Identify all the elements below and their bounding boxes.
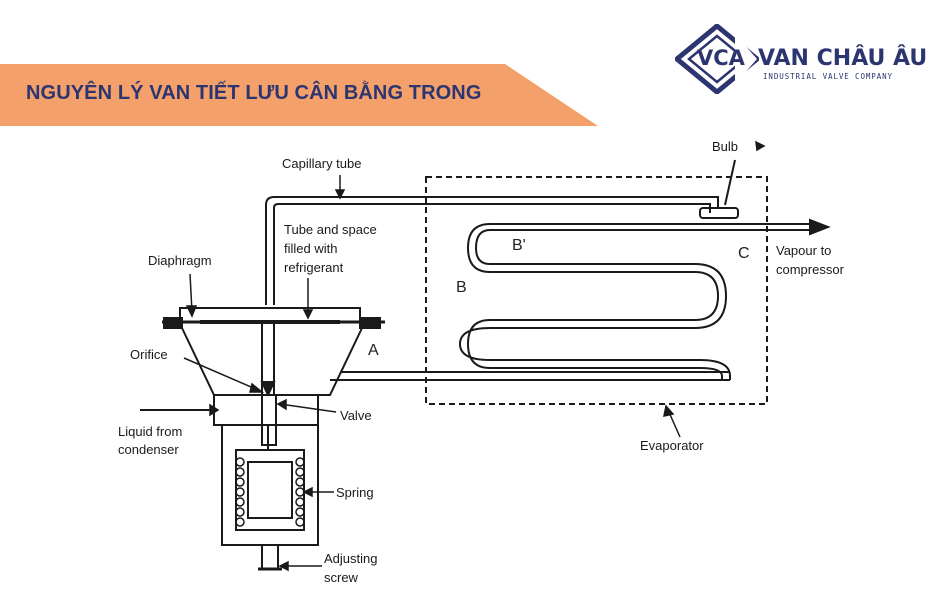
- capillary-tube-line: [265, 196, 719, 305]
- screw-arrowhead: [278, 560, 289, 572]
- liquid-arrowhead: [209, 403, 220, 417]
- label-evaporator: Evaporator: [640, 438, 704, 453]
- logo-mark-letters: VCA: [697, 46, 745, 70]
- bulb-mark-icon: [755, 140, 766, 152]
- spring-coils: [235, 457, 305, 527]
- evaporator-box: [425, 176, 768, 405]
- company-logo: VCA VAN CHÂU ÂU INDUSTRIAL VALVE COMPANY: [675, 24, 940, 94]
- valve-arrowhead: [276, 398, 287, 411]
- orifice-needle: [260, 381, 276, 398]
- label-liquid-2: condenser: [118, 442, 179, 457]
- evaporator-arrowhead: [663, 404, 675, 417]
- tube-space-arrowhead: [302, 309, 314, 320]
- logo-diamond-icon: [675, 24, 759, 94]
- label-spring: Spring: [336, 485, 374, 500]
- banner-shape: [0, 64, 598, 126]
- evaporator-coil-outer: [466, 223, 740, 380]
- vapour-arrow: [809, 218, 831, 236]
- adjusting-screw-body: [261, 544, 279, 570]
- right-flange: [359, 317, 381, 329]
- bulb-pointer: [724, 159, 736, 206]
- valve-leader: [279, 403, 337, 413]
- bulb-shape: [699, 207, 739, 219]
- logo-mark-text: VCA: [697, 46, 745, 70]
- point-c: C: [738, 245, 750, 262]
- point-b: B: [456, 279, 467, 296]
- logo-subtitle: INDUSTRIAL VALVE COMPANY: [763, 72, 893, 81]
- label-vapour-1: Vapour to: [776, 243, 831, 258]
- label-tube-space-2: filled with: [284, 241, 337, 256]
- label-bulb: Bulb: [712, 139, 738, 154]
- evaporator-coil-inner: [458, 229, 740, 380]
- label-valve: Valve: [340, 408, 372, 423]
- head-top-cover: [179, 307, 361, 322]
- logo-company-name: VAN CHÂU ÂU: [758, 46, 928, 71]
- spring-arrowhead: [302, 486, 313, 498]
- label-diaphragm: Diaphragm: [148, 253, 212, 268]
- orifice-leader: [183, 357, 259, 391]
- banner-title: NGUYÊN LÝ VAN TIẾT LƯU CÂN BẰNG TRONG: [26, 82, 482, 104]
- title-banner: NGUYÊN LÝ VAN TIẾT LƯU CÂN BẰNG TRONG: [0, 64, 600, 126]
- label-vapour-2: compressor: [776, 262, 845, 277]
- spring-inner: [247, 461, 293, 519]
- diaphragm-arrowhead: [185, 305, 198, 318]
- label-tube-space-3: refrigerant: [284, 260, 344, 275]
- orifice-arrowhead: [249, 382, 265, 393]
- capillary-arrowhead: [334, 189, 346, 200]
- left-flange: [163, 317, 183, 329]
- label-capillary-tube: Capillary tube: [282, 156, 362, 171]
- label-orifice: Orifice: [130, 347, 168, 362]
- label-tube-space-1: Tube and space: [284, 222, 377, 237]
- point-b-prime: B': [512, 237, 526, 254]
- point-a: A: [368, 342, 379, 359]
- label-adjusting-1: Adjusting: [324, 551, 377, 566]
- label-adjusting-2: screw: [324, 570, 359, 585]
- label-liquid-1: Liquid from: [118, 424, 182, 439]
- capillary-tube-line-inner: [273, 203, 711, 305]
